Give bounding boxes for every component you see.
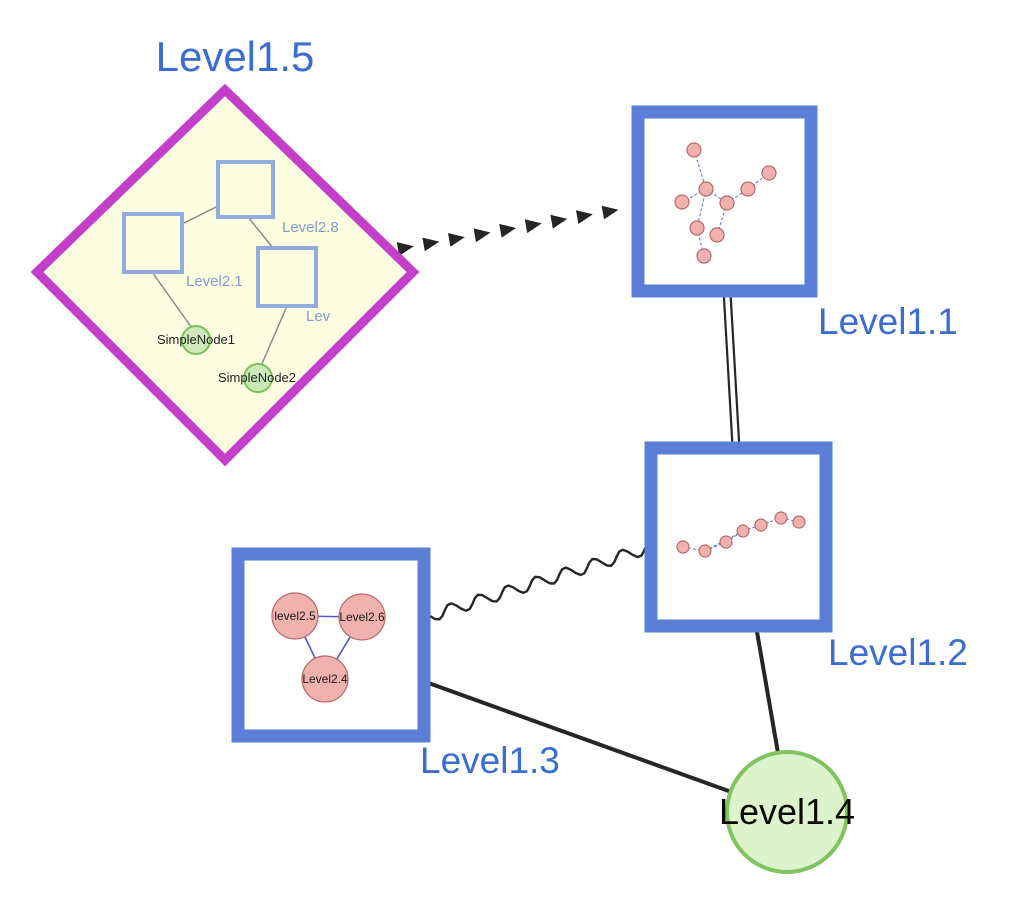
edge-level11-to-level12[interactable] (722, 291, 734, 449)
inner-node-level28[interactable] (216, 160, 275, 219)
edge-level15-to-level11[interactable] (576, 210, 593, 224)
inner-node-lev[interactable] (256, 246, 318, 308)
label-simplenode1: SimpleNode1 (156, 332, 236, 347)
mini-node-label: level2.5 (274, 609, 316, 623)
edge-level15-to-level11[interactable] (422, 237, 440, 252)
edge-level11-to-level12[interactable] (729, 290, 741, 448)
inner-edge-level28-lev[interactable] (247, 216, 274, 249)
mini-graph-level12 (676, 511, 806, 558)
node-level14[interactable] (725, 750, 849, 874)
label-level12: Level1.2 (828, 632, 968, 673)
label-lev: Lev (306, 308, 331, 325)
edge-level15-to-level11[interactable] (601, 205, 619, 220)
mini-node[interactable] (774, 511, 788, 525)
mini-graph-level11 (674, 142, 777, 264)
mini-node[interactable] (698, 181, 714, 197)
label-level14: Level1.4 (718, 791, 856, 832)
group-node-level15[interactable] (30, 83, 420, 467)
label-level28: Level2.8 (282, 219, 339, 236)
edge-level15-to-level11[interactable] (550, 214, 568, 229)
mini-node[interactable] (709, 227, 725, 243)
mini-node[interactable] (674, 194, 690, 210)
mini-node[interactable] (719, 535, 733, 549)
node-simplenode1[interactable] (181, 325, 211, 355)
mini-node[interactable] (761, 165, 777, 181)
edge-level15-to-level11[interactable] (448, 233, 465, 247)
edge-layer (396, 205, 780, 796)
mini-node[interactable] (686, 142, 702, 158)
inner-edge-level21-simplenode1[interactable] (151, 271, 193, 329)
edge-level12-to-level14[interactable] (754, 624, 780, 755)
mini-node[interactable] (696, 248, 712, 264)
mini-node[interactable] (698, 544, 712, 558)
mini-node[interactable] (689, 220, 705, 236)
edge-level13-to-level14[interactable] (421, 679, 739, 796)
edge-level13-to-level12[interactable] (429, 544, 648, 621)
group-node-level12[interactable] (644, 441, 833, 633)
mini-node[interactable] (676, 540, 690, 554)
label-level21: Level2.1 (186, 273, 243, 290)
edge-level15-to-level11[interactable] (524, 219, 542, 234)
mini-node[interactable] (301, 655, 349, 703)
mini-node[interactable] (338, 593, 386, 641)
inner-node-level21[interactable] (122, 212, 184, 274)
mini-edge[interactable] (682, 546, 706, 552)
mini-node[interactable] (719, 195, 735, 211)
mini-node[interactable] (740, 181, 756, 197)
label-level13: Level1.3 (420, 740, 560, 781)
label-level11: Level1.1 (818, 301, 958, 342)
group-node-level13[interactable] (231, 547, 431, 743)
edge-level15-to-level11[interactable] (499, 223, 517, 238)
inner-edge-level28-level21[interactable] (181, 205, 219, 225)
mini-node[interactable] (736, 524, 750, 538)
inner-edge-lev-simplenode2[interactable] (260, 305, 288, 367)
label-simplenode2: SimpleNode2 (217, 370, 297, 385)
mini-edge[interactable] (704, 541, 727, 552)
label-level15: Level1.5 (155, 33, 315, 80)
mini-node-label: Level2.4 (302, 672, 348, 686)
mini-node-label: Level2.6 (339, 610, 385, 624)
edge-level15-to-level11[interactable] (473, 228, 491, 243)
mini-node[interactable] (792, 515, 806, 529)
mini-node[interactable] (754, 518, 768, 532)
mini-node[interactable] (271, 592, 319, 640)
node-simplenode2[interactable] (243, 363, 273, 393)
edge-level15-to-level11[interactable] (396, 242, 414, 256)
